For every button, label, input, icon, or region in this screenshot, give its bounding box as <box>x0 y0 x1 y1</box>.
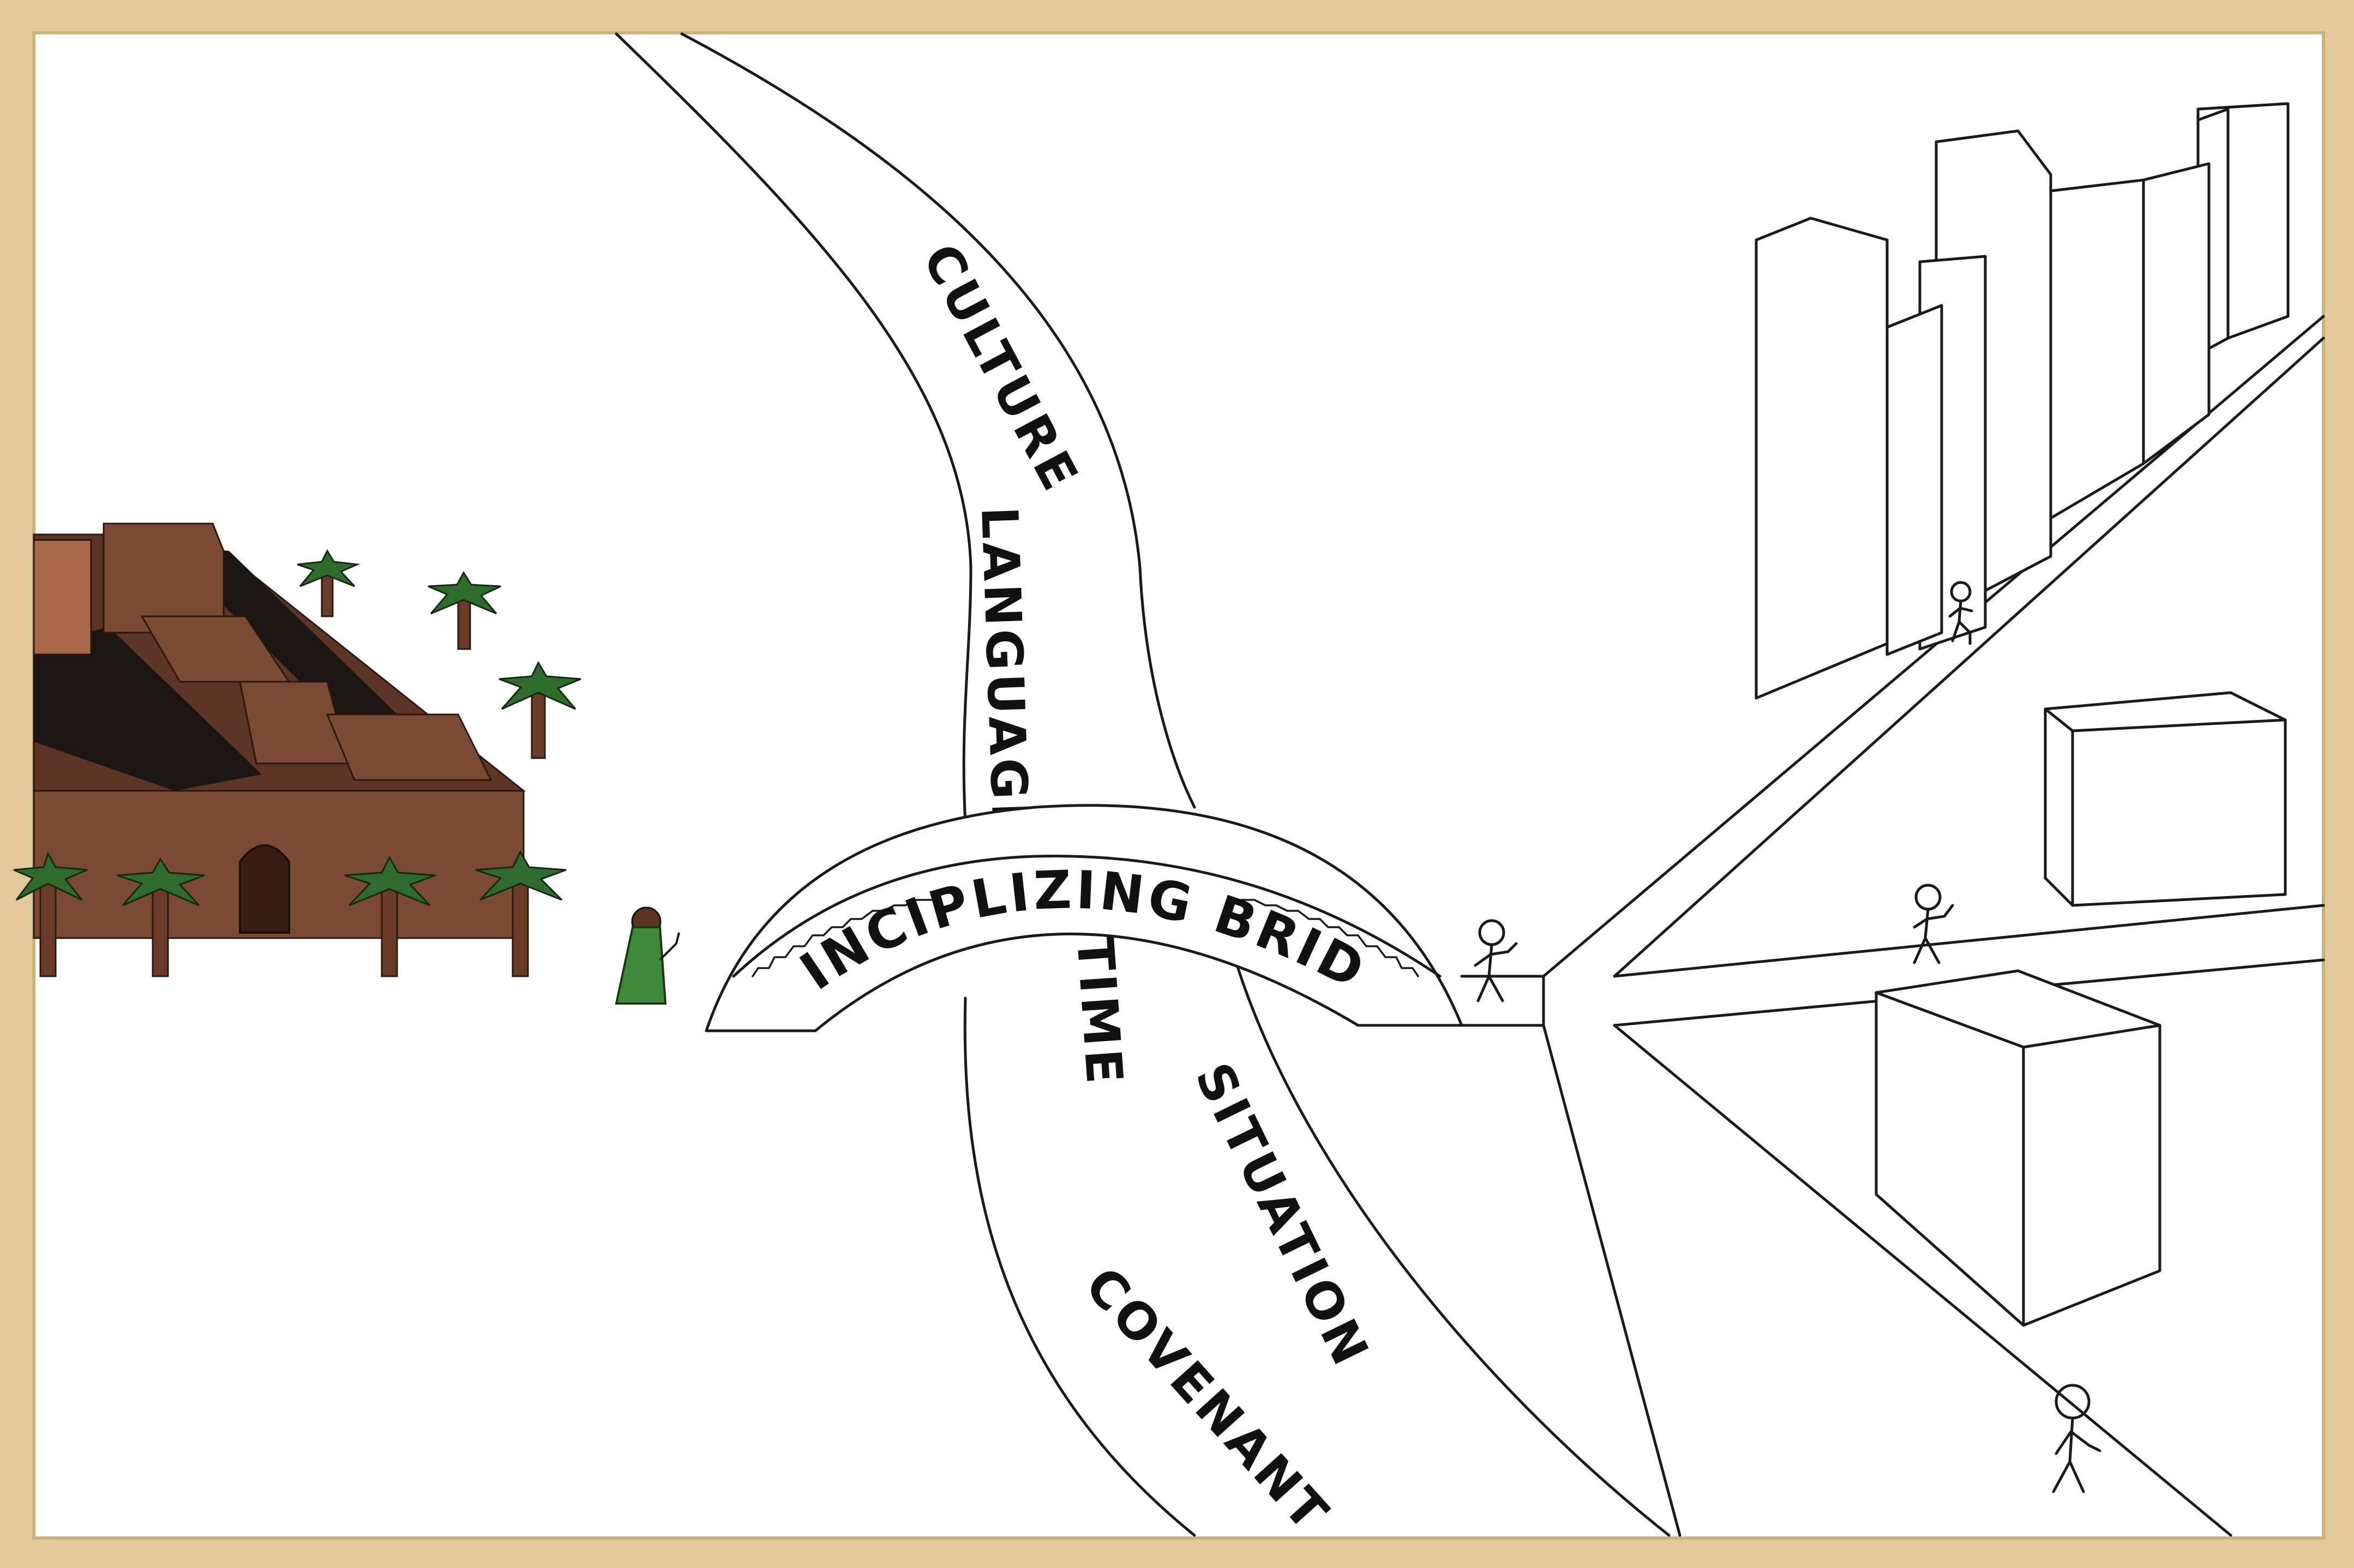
river-label-time: TIME <box>1065 935 1134 1089</box>
city-roof-shadow <box>34 627 262 791</box>
stick-figure-side-road <box>1913 884 1954 964</box>
tower-left-annex <box>1885 304 1943 656</box>
city-tower-far-left <box>33 539 92 656</box>
palm-tree <box>297 549 361 617</box>
skyscrapers <box>1755 102 2290 700</box>
tower-left <box>1755 217 1889 700</box>
palm-tree <box>428 571 501 650</box>
bridge-steps-right <box>1237 899 1419 977</box>
road-side-top-edge <box>1613 904 2325 978</box>
ancient-figure <box>615 906 680 1005</box>
ancient-city <box>33 522 526 939</box>
palm-tree <box>475 850 567 977</box>
bridge-underside <box>705 933 1463 1032</box>
river-label-language: LANGUAGE <box>970 506 1040 841</box>
road-lower-right-edge <box>1613 1024 2232 1537</box>
river <box>615 32 1671 1537</box>
bridge-top-arch <box>705 804 1463 1032</box>
tower-mid-right <box>2049 178 2145 520</box>
stick-figure-lower-road <box>2052 1384 2101 1493</box>
river-right-bank-lower <box>1234 958 1671 1537</box>
bridge-railing <box>732 855 1442 978</box>
city-roof-shadow-2 <box>164 545 425 753</box>
low-buildings <box>1875 691 2287 1327</box>
city-gate <box>239 844 290 934</box>
river-left-bank-lower <box>963 996 1196 1537</box>
bridge-steps-left <box>752 899 934 977</box>
city-tier-3 <box>326 713 493 781</box>
palm-tree <box>499 660 581 759</box>
low-building-lower <box>1875 969 2161 1327</box>
stick-figure-upper-road <box>1948 581 1973 645</box>
low-building-upper <box>2044 691 2287 907</box>
stick-figure-bridge-end <box>1474 919 1518 1002</box>
palm-tree <box>344 855 436 977</box>
palm-tree <box>13 851 88 977</box>
river-left-bank-upper <box>615 32 972 825</box>
road-upper-right-edge <box>1613 337 2325 978</box>
palm-trees <box>13 549 581 977</box>
palm-tree <box>117 857 205 977</box>
river-right-bank-upper <box>680 32 1196 809</box>
city-tower-left <box>103 522 225 634</box>
tower-mid-right-side <box>2142 162 2211 465</box>
